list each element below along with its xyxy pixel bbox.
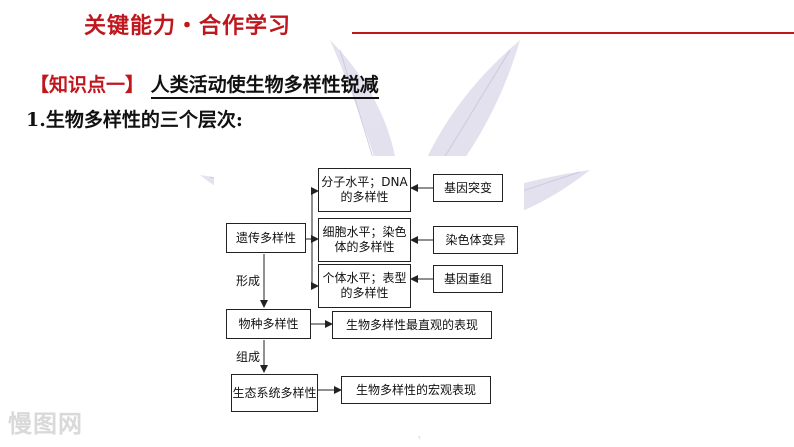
node-cellular-level: 细胞水平；染色体的多样性 xyxy=(318,218,411,262)
node-species-description: 生物多样性最直观的表现 xyxy=(332,311,492,339)
node-ecosystem-diversity: 生态系统多样性 xyxy=(231,374,318,412)
knowledge-point-text: 人类活动使生物多样性锐减 xyxy=(150,74,379,99)
edge-label-compose: 组成 xyxy=(236,350,261,364)
knowledge-point-tag: 【知识点一】 xyxy=(30,74,145,96)
watermark-logo: 慢图网 xyxy=(8,410,83,438)
diagram-connectors xyxy=(260,184,433,394)
node-species-diversity: 物种多样性 xyxy=(226,309,311,339)
node-genetic-diversity: 遗传多样性 xyxy=(226,223,306,253)
knowledge-point-title: 【知识点一】 人类活动使生物多样性锐减 xyxy=(30,70,379,99)
biodiversity-levels-diagram: 遗传多样性 分子水平；DNA 的多样性 细胞水平；染色体的多样性 个体水平；表型… xyxy=(214,156,524,436)
edge-label-form: 形成 xyxy=(236,274,261,288)
subtitle: 1.生物多样性的三个层次: xyxy=(26,109,243,131)
node-individual-level: 个体水平；表型的多样性 xyxy=(318,264,411,308)
node-chromosome-variation: 染色体变异 xyxy=(433,226,518,254)
node-molecular-level: 分子水平；DNA 的多样性 xyxy=(318,168,411,212)
heading-divider xyxy=(352,32,794,34)
node-ecosystem-description: 生物多样性的宏观表现 xyxy=(341,376,491,404)
node-gene-recombination: 基因重组 xyxy=(433,265,503,293)
section-heading: 关键能力・合作学习 xyxy=(84,13,292,39)
node-gene-mutation: 基因突变 xyxy=(433,174,503,202)
